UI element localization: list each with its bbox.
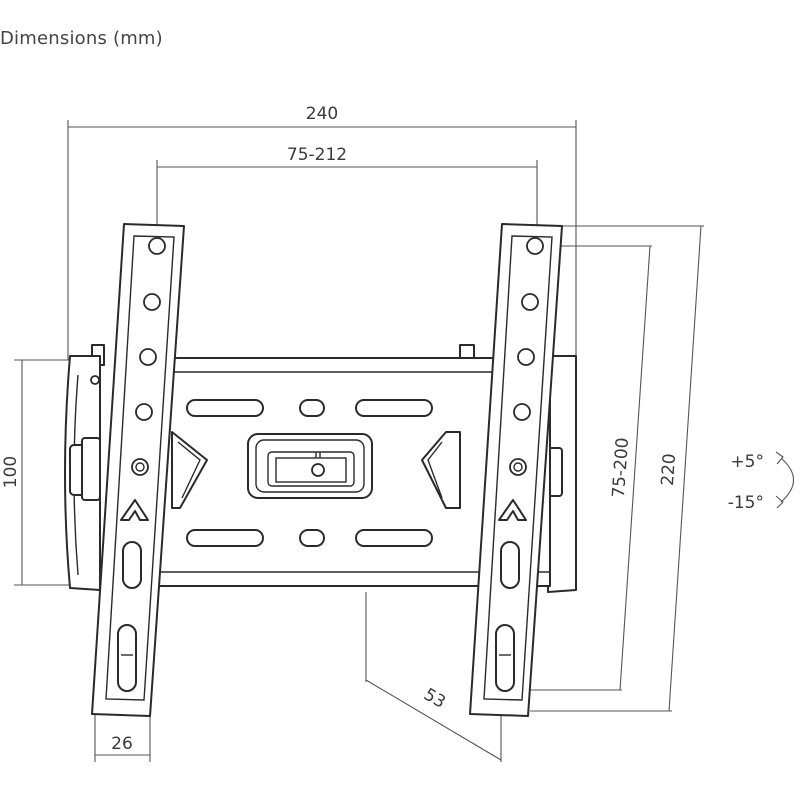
label-arm-width: 26 <box>111 734 133 754</box>
label-wall-plate-height: 100 <box>1 456 21 488</box>
label-vesa-vertical: 75-200 <box>609 437 633 498</box>
tilt-arrow-up-icon <box>775 451 784 465</box>
tilt-indicator: +5° -15° <box>728 451 795 513</box>
right-mounting-arm <box>469 223 563 717</box>
label-vesa-horizontal: 75-212 <box>287 145 347 165</box>
label-tilt-up: +5° <box>730 452 764 472</box>
tilt-arc-icon <box>780 457 795 503</box>
left-mounting-arm <box>91 223 185 717</box>
label-overall-width: 240 <box>306 104 338 124</box>
label-overall-height: 220 <box>658 453 680 487</box>
dimension-arm-width: 26 <box>94 712 151 762</box>
page-title: Dimensions (mm) <box>0 28 163 49</box>
dimension-overall-height: 220 <box>530 225 704 712</box>
tilt-arrow-down-icon <box>775 495 784 509</box>
label-wall-distance: 53 <box>420 685 449 713</box>
dimension-vesa-vertical: 75-200 <box>520 245 652 691</box>
dimension-wall-plate-height: 100 <box>1 359 72 586</box>
dimension-vesa-horizontal: 75-212 <box>156 145 538 232</box>
label-tilt-down: -15° <box>728 493 764 513</box>
dimension-overall-width: 240 <box>67 104 577 360</box>
